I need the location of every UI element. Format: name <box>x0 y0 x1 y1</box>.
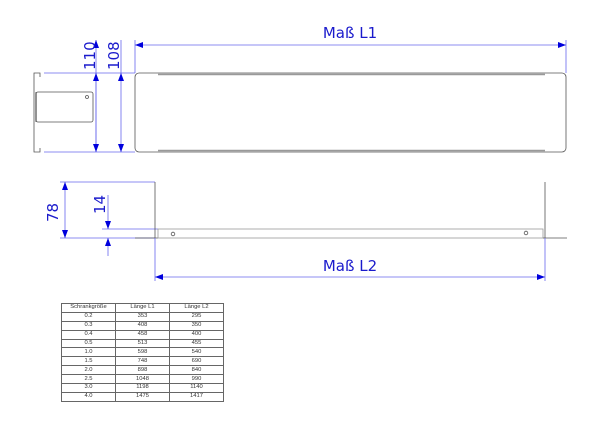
cell-length-l2: 990 <box>169 374 224 385</box>
cell-cabinet-size: 2.0 <box>61 365 116 376</box>
cell-length-l2: 295 <box>169 311 224 322</box>
rail-top-view <box>134 72 567 153</box>
cell-length-l2: 840 <box>169 365 224 376</box>
cell-cabinet-size: 0.4 <box>61 329 116 340</box>
cell-length-l2: 690 <box>169 356 224 367</box>
cell-length-l1: 1048 <box>115 374 170 385</box>
cell-length-l1: 408 <box>115 320 170 331</box>
label-l1: Maß L1 <box>323 24 377 42</box>
cell-length-l2: 350 <box>169 320 224 331</box>
cell-cabinet-size: 1.0 <box>61 347 116 358</box>
cell-length-l2: 400 <box>169 329 224 340</box>
header-length-l2: Länge L2 <box>169 303 224 313</box>
bracket-plate <box>35 91 94 123</box>
cell-length-l2: 455 <box>169 338 224 349</box>
cell-cabinet-size: 2.5 <box>61 374 116 385</box>
side-view: 78 14 Maß L2 <box>44 181 567 281</box>
mounting-bracket <box>33 72 41 153</box>
header-length-l1: Länge L1 <box>115 303 170 313</box>
label-78: 78 <box>44 203 62 222</box>
cell-length-l1: 1475 <box>115 391 170 402</box>
cell-cabinet-size: 0.2 <box>61 311 116 322</box>
cell-length-l2: 1417 <box>169 391 224 402</box>
cell-cabinet-size: 0.3 <box>61 320 116 331</box>
table-header-row: Schrankgröße Länge L1 Länge L2 <box>61 303 224 313</box>
cell-cabinet-size: 4.0 <box>61 391 116 402</box>
rail-side-view <box>157 228 544 239</box>
header-cabinet-size: Schrankgröße <box>61 303 116 313</box>
cell-length-l1: 598 <box>115 347 170 358</box>
cell-cabinet-size: 3.0 <box>61 383 116 393</box>
cell-cabinet-size: 1.5 <box>61 356 116 367</box>
top-view: Maß L1 110 108 <box>33 24 567 153</box>
cell-length-l1: 1198 <box>115 383 170 393</box>
label-l2: Maß L2 <box>323 257 377 275</box>
cell-cabinet-size: 0.5 <box>61 338 116 349</box>
cell-length-l1: 353 <box>115 311 170 322</box>
cell-length-l2: 540 <box>169 347 224 358</box>
cell-length-l2: 1140 <box>169 383 224 393</box>
label-110: 110 <box>81 41 99 70</box>
label-108: 108 <box>105 41 123 70</box>
cell-length-l1: 748 <box>115 356 170 367</box>
cell-length-l1: 458 <box>115 329 170 340</box>
cell-length-l1: 898 <box>115 365 170 376</box>
label-14: 14 <box>91 195 109 214</box>
cell-length-l1: 513 <box>115 338 170 349</box>
